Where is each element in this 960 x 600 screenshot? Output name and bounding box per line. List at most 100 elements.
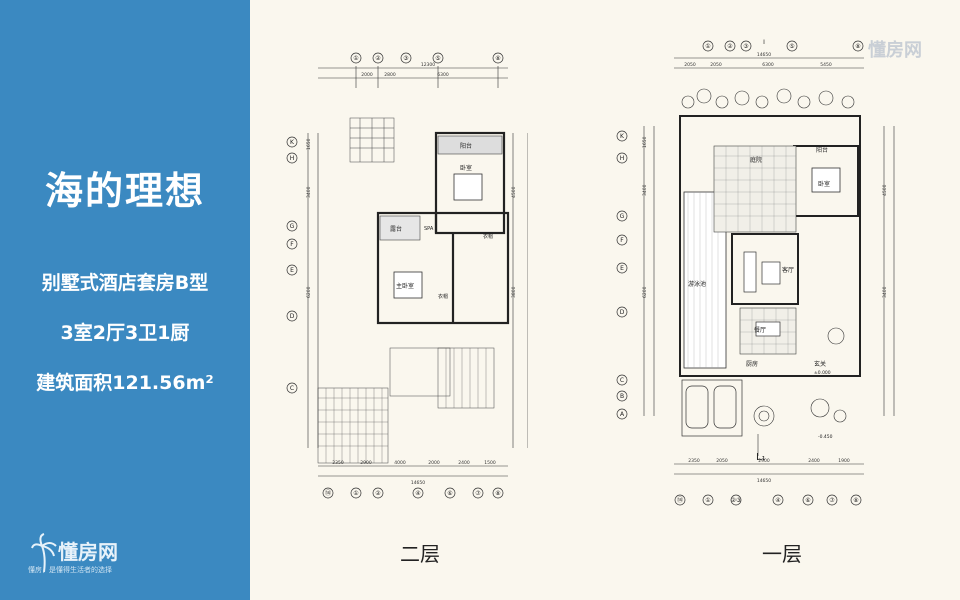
f2-dim-bot-2: 2900 <box>360 460 372 466</box>
f1-dim-top-1: 2050 <box>684 62 696 68</box>
f2-bcol-8: ⑧ <box>495 490 500 497</box>
floor2-caption: 二层 <box>400 542 440 566</box>
logo-subtitle: 懂房，是懂得生活者的选择 <box>28 566 112 574</box>
axis-label-l1: L₁ <box>756 452 766 463</box>
room-balcony: 阳台 <box>816 146 828 154</box>
f2-col-8: ⑧ <box>495 55 500 62</box>
f2-bcol-6: ⑥ <box>447 490 452 497</box>
f2-col-2: ② <box>375 55 381 62</box>
room-entry: 玄关 <box>814 360 826 368</box>
room-wardrobe: 衣帽 <box>483 233 493 240</box>
f1-dim-bot-4: 2400 <box>808 458 820 464</box>
unit-type: 别墅式酒店套房B型 <box>41 272 209 294</box>
f2-bcol-14: ⑭ <box>325 489 331 497</box>
f2-row-d: D <box>290 313 295 320</box>
f1-bcol-23: ②③ <box>731 497 742 504</box>
f2-dim-left-3: 3400 <box>306 186 312 198</box>
room-courtyard: 庭院 <box>750 156 762 164</box>
f2-dim-top-total: 12300 <box>421 62 435 68</box>
f1-dim-top-3: 6300 <box>762 62 774 68</box>
f2-row-e: E <box>290 267 294 274</box>
f2-dim-bot-total: 14650 <box>411 480 425 486</box>
f1-dim-bot-1: 2350 <box>688 458 700 464</box>
f2-dim-bot-5: 2400 <box>458 460 470 466</box>
f1-dim-bot-total: 14650 <box>757 478 771 484</box>
f2-row-c: C <box>290 385 294 392</box>
f2-col-1: ① <box>353 55 358 62</box>
f2-dim-right-6: 3800 <box>511 286 517 298</box>
f1-bcol-4: ④ <box>775 497 780 504</box>
f1-col-3: ③ <box>743 43 748 50</box>
room-living: 客厅 <box>782 266 794 274</box>
f2-row-h: H <box>290 155 295 162</box>
palm-logo-icon <box>31 533 57 573</box>
room-balcony-top: 阳台 <box>460 142 472 150</box>
f1-row-a: A <box>620 411 625 418</box>
floor2-plan: 阳台 卧室 露台 主卧室 衣帽 衣帽 SPA ① ② ③ ⑤ ⑧ ⑭ ① ② ④… <box>286 52 528 499</box>
f1-dim-bot-5: 1900 <box>838 458 850 464</box>
room-pool: 游泳池 <box>688 280 706 288</box>
f1-row-d: D <box>620 309 625 316</box>
f2-dim-bot-1: 2350 <box>332 460 344 466</box>
f2-dim-top-3: 6300 <box>437 72 449 78</box>
elevation-level: ±0.000 <box>814 370 831 376</box>
f2-dim-bot-3: 4000 <box>394 460 406 466</box>
room-layout: 3室2厅3卫1厨 <box>60 322 190 344</box>
f1-bcol-8: ⑧ <box>853 497 858 504</box>
f2-row-f: F <box>290 241 294 248</box>
f2-dim-right-3: 4500 <box>511 186 517 198</box>
room-bedroom: 卧室 <box>460 164 472 172</box>
f1-col-5: ⑤ <box>789 43 794 50</box>
room-spa: SPA <box>424 226 434 232</box>
f2-bcol-1: ① <box>353 490 358 497</box>
f1-col-8: ⑧ <box>855 43 860 50</box>
f2-row-g: G <box>290 223 295 230</box>
f1-row-b: B <box>620 393 624 400</box>
f1-row-k: K <box>620 133 625 140</box>
room-terrace: 露台 <box>390 225 402 233</box>
f2-row-k: K <box>290 139 295 146</box>
f1-dim-left-3: 3400 <box>642 184 648 196</box>
f1-bcol-14: ⑭ <box>677 496 683 504</box>
f1-dim-left-6: 6200 <box>642 286 648 298</box>
f1-row-h: H <box>620 155 625 162</box>
f2-dim-bot-4: 2000 <box>428 460 440 466</box>
building-area: 建筑面积121.56m² <box>36 372 214 394</box>
f2-bcol-2: ② <box>375 490 381 497</box>
f1-col-i: I <box>763 39 765 46</box>
f1-col-2: ② <box>727 43 733 50</box>
f2-dim-left-6: 6200 <box>306 286 312 298</box>
room-bedroom-1f: 卧室 <box>818 180 830 188</box>
logo-text: 懂房网 <box>58 540 118 564</box>
f1-dim-top-2: 2050 <box>710 62 722 68</box>
f1-dim-right-3: 4500 <box>882 184 888 196</box>
f1-dim-right-5: 3400 <box>882 286 888 298</box>
watermark: 懂房网 <box>868 40 922 61</box>
f2-dim-top-1: 2000 <box>361 72 373 78</box>
f2-bcol-7: ⑦ <box>475 490 481 497</box>
f1-row-e: E <box>620 265 624 272</box>
floor1-caption: 一层 <box>762 542 802 566</box>
f1-bcol-1: ① <box>705 497 710 504</box>
f1-row-f: F <box>620 237 624 244</box>
project-title: 海的理想 <box>44 169 205 213</box>
f2-col-5: ⑤ <box>435 55 440 62</box>
f1-dim-top-total: 14650 <box>757 52 771 58</box>
f2-dim-left-1: 1650 <box>306 138 312 150</box>
f2-dim-top-2: 2800 <box>384 72 396 78</box>
room-master-bedroom: 主卧室 <box>396 282 414 290</box>
f2-col-3: ③ <box>403 55 408 62</box>
f1-dim-top-4: 5450 <box>820 62 832 68</box>
floor1-plan: 庭院 阳台 卧室 客厅 餐厅 厨房 游泳池 玄关 ±0.000 -0.450 L… <box>616 39 895 506</box>
f1-dim-left-1: 1650 <box>642 136 648 148</box>
room-dressing: 衣帽 <box>438 293 448 300</box>
room-kitchen: 厨房 <box>746 360 758 368</box>
f1-bcol-6: ⑥ <box>805 497 810 504</box>
f1-row-c: C <box>620 377 624 384</box>
f1-dim-bot-3: 2900 <box>758 458 770 464</box>
f1-row-g: G <box>620 213 625 220</box>
f1-bcol-7: ⑦ <box>829 497 835 504</box>
f2-bcol-4: ④ <box>415 490 420 497</box>
f1-dim-bot-2: 2050 <box>716 458 728 464</box>
f1-col-1: ① <box>705 43 710 50</box>
